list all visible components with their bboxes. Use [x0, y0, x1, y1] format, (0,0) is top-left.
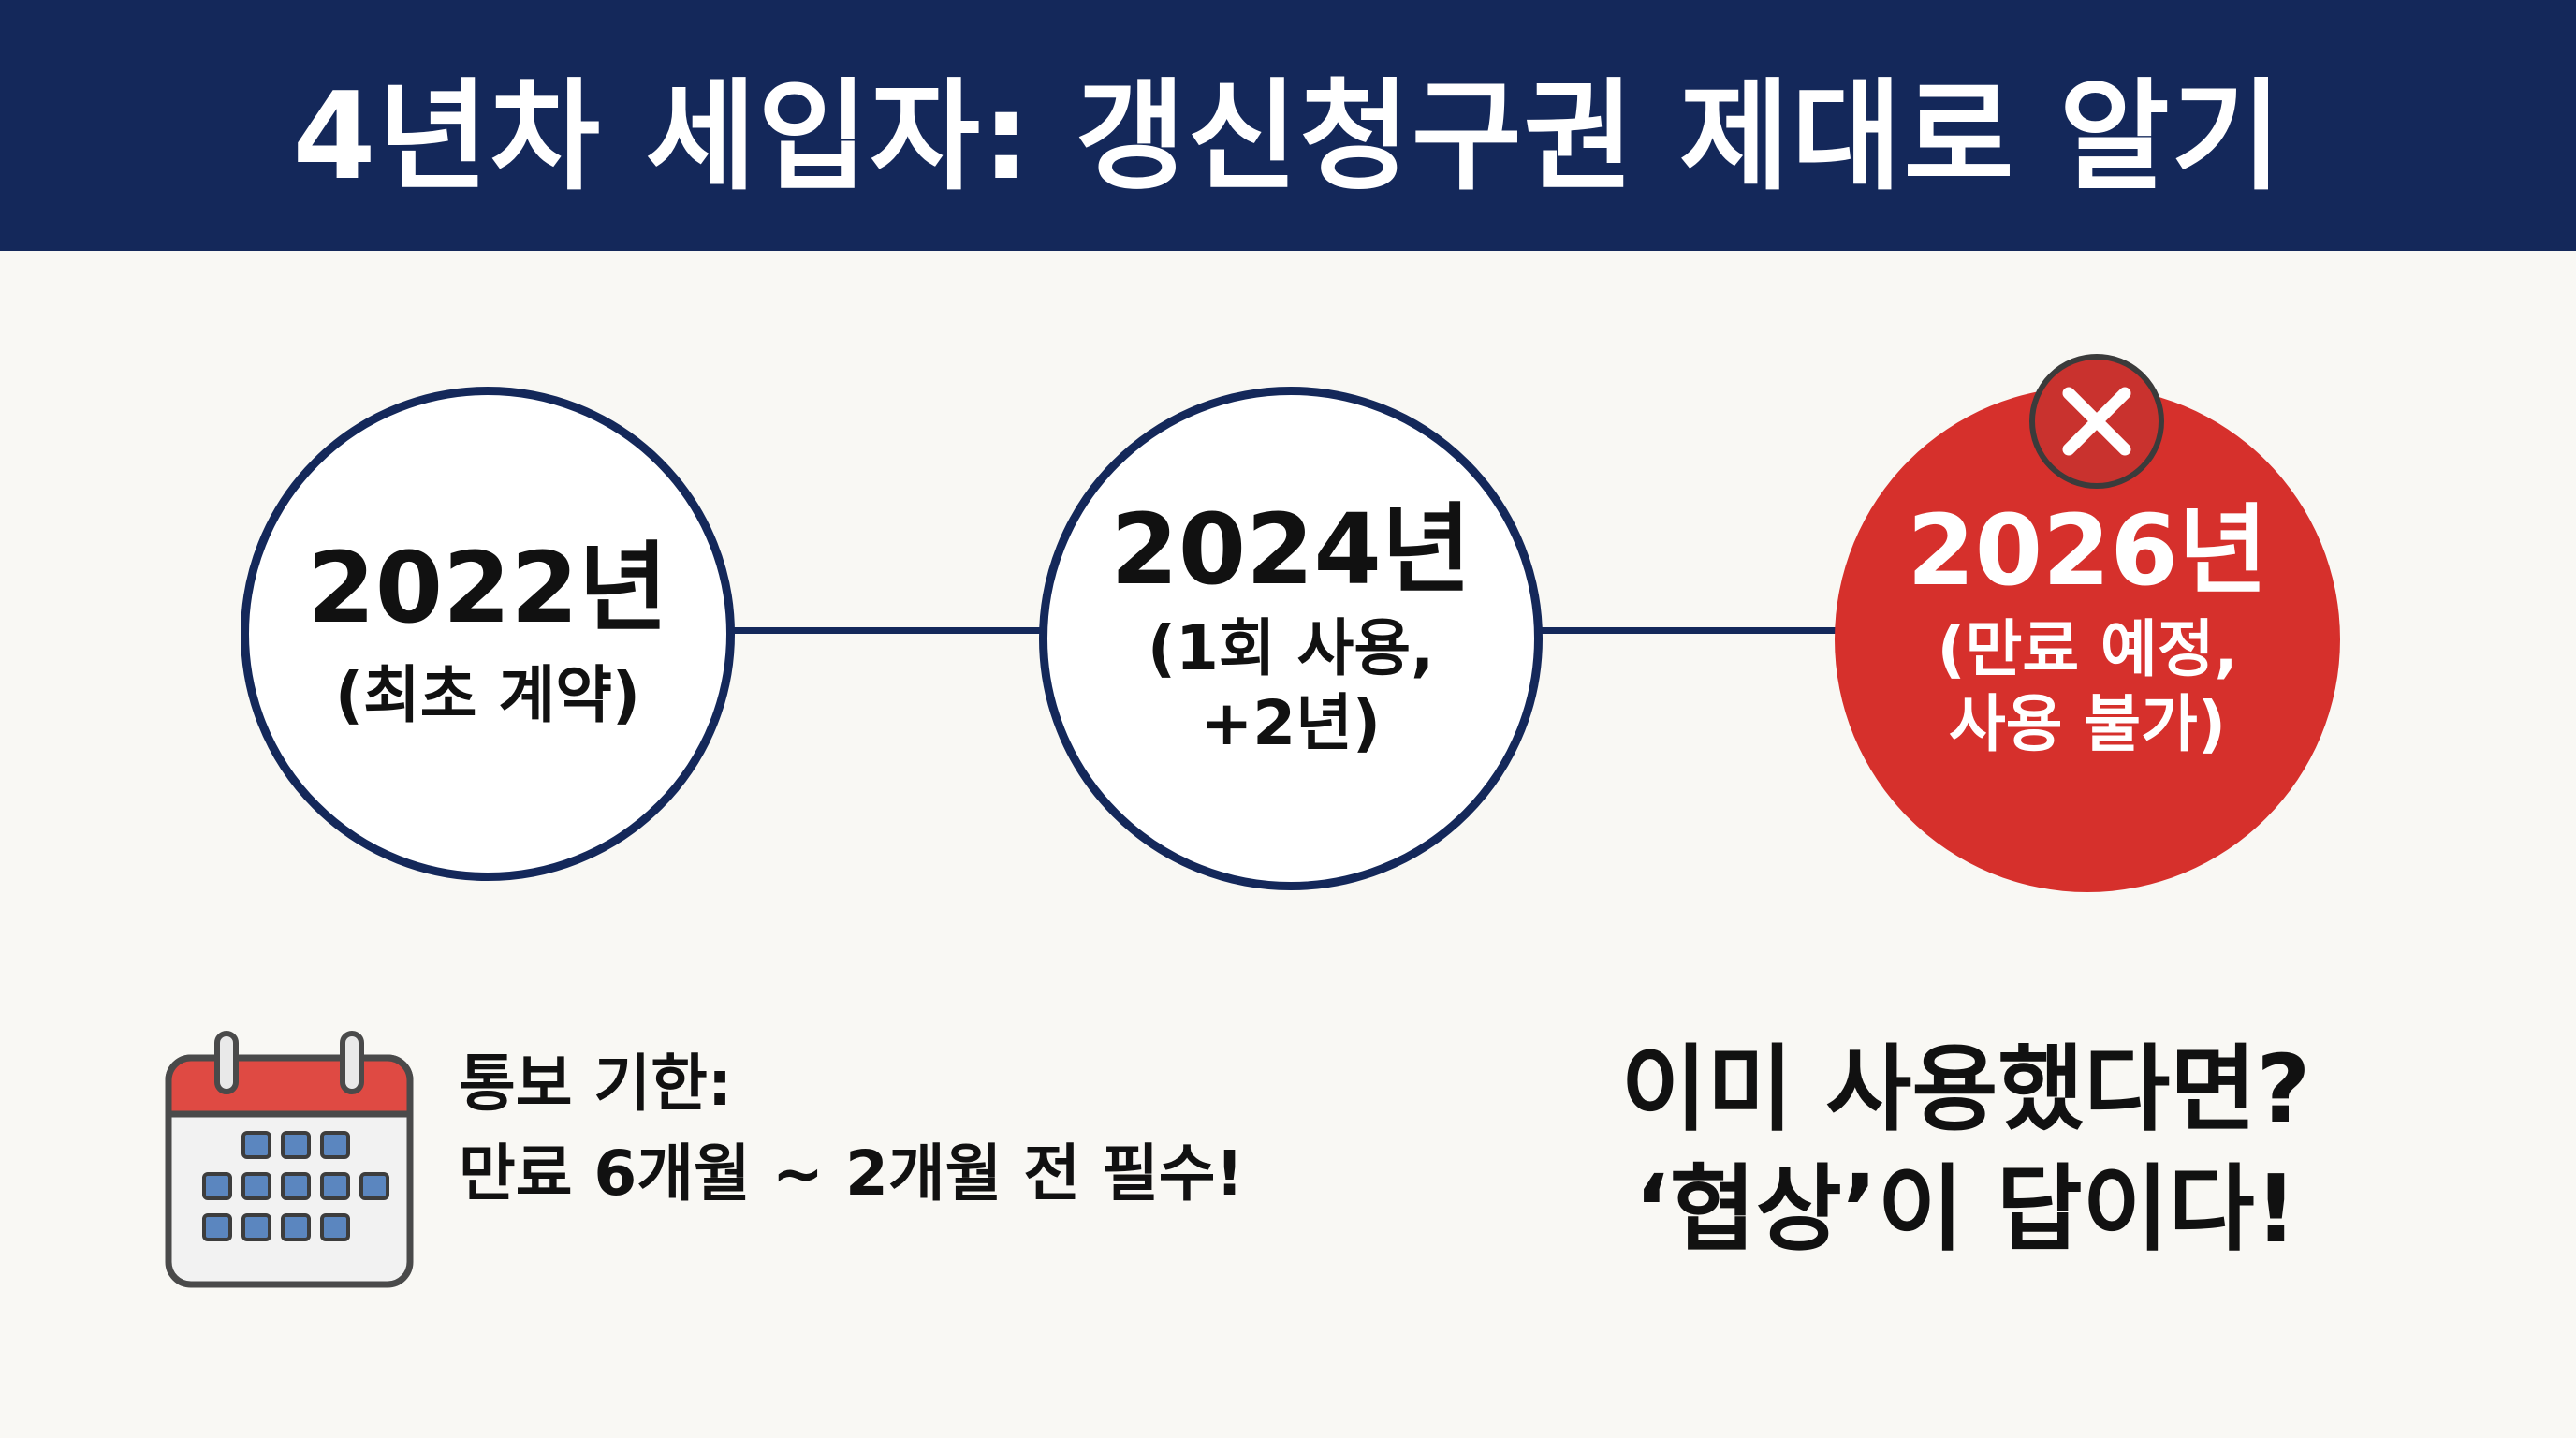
title-banner: 4년차 세입자: 갱신청구권 제대로 알기 [0, 0, 2576, 251]
timeline-detail: (만료 예정, 사용 불가) [1937, 612, 2238, 761]
page-title: 4년차 세입자: 갱신청구권 제대로 알기 [292, 66, 2284, 207]
callout-answer: ‘협상’이 답이다! [1633, 1154, 2298, 1264]
notice-value: 만료 6개월 ~ 2개월 전 필수! [459, 1137, 1244, 1210]
callout-message: 이미 사용했다면? ‘협상’이 답이다! [1498, 1030, 2434, 1269]
timeline-step-2024: 2024년 (1회 사용, +2년) [1039, 387, 1543, 890]
x-circle-icon [2029, 354, 2164, 489]
timeline-detail: (1회 사용, +2년) [1147, 611, 1435, 760]
timeline-year: 2024년 [1110, 492, 1471, 608]
timeline-step-2022: 2022년 (최초 계약) [241, 387, 735, 881]
timeline-connector [1535, 627, 1844, 634]
callout-question: 이미 사용했다면? [1620, 1034, 2311, 1144]
notice-deadline: 통보 기한: 만료 6개월 ~ 2개월 전 필수! [459, 1039, 1244, 1218]
notice-label: 통보 기한: [459, 1048, 733, 1120]
timeline-connector [730, 627, 1048, 634]
calendar-icon [165, 1031, 414, 1288]
timeline-year: 2026년 [1907, 493, 2268, 609]
timeline-year: 2022년 [307, 530, 668, 645]
timeline-detail: (최초 계약) [334, 658, 641, 731]
